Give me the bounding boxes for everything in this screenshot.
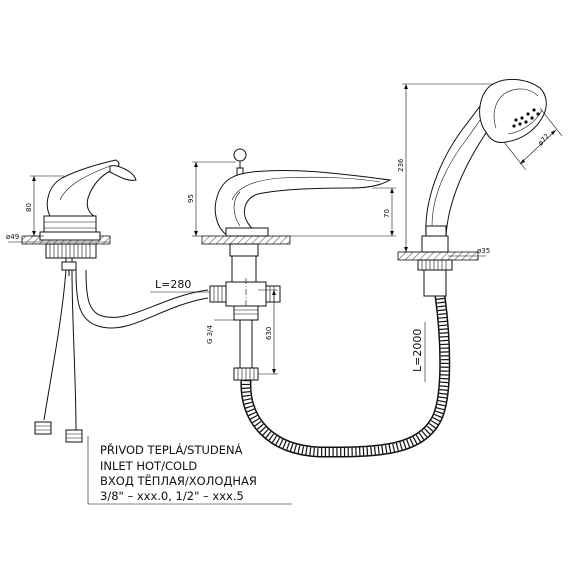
holder-shank: [423, 269, 447, 297]
mixer-lever-tip: [109, 165, 137, 181]
supply-hose-1: [43, 258, 67, 421]
mixer-height-label: 80: [25, 203, 33, 212]
hand-shower-assembly: ø35 236 ø72: [397, 79, 563, 297]
shower-head-diameter-label: ø72: [537, 132, 552, 147]
spout-assembly: 95 70 G 3/4 630: [187, 148, 396, 381]
inlet-note: PŘIVOD TEPLÁ/STUDENÁ INLET HOT/COLD ВХОД…: [87, 436, 292, 505]
mixer-nut: [45, 243, 97, 259]
riser-pipe: [239, 319, 253, 369]
note-line-russian: ВХОД ТЁПЛАЯ/ХОЛОДНАЯ: [100, 473, 257, 488]
mixer-lever: [46, 159, 120, 217]
holder-diameter-label: ø35: [477, 247, 490, 255]
mixer-base-ring: [39, 231, 101, 241]
shower-head: [479, 79, 547, 143]
hose-length-label: L=280: [155, 278, 191, 291]
mixer-diameter-label: ø49: [6, 233, 19, 241]
mixer-assembly: 80 ø49: [6, 159, 137, 443]
connecting-hose: L=280: [75, 269, 214, 329]
note-line-english: INLET HOT/COLD: [100, 459, 197, 473]
shower-hose: L=2000: [240, 295, 451, 458]
riser-length-label: 630: [265, 327, 273, 340]
spout-clearance-label: 70: [383, 209, 391, 218]
diverter-knob: [233, 148, 247, 162]
shower-holder: [421, 235, 449, 253]
shower-nozzles: [512, 108, 540, 128]
shower-height-label: 236: [397, 158, 405, 172]
shower-hose-length-label: L=2000: [411, 329, 424, 372]
spout-height-label: 95: [187, 194, 195, 203]
hose-end-fitting-2: [65, 429, 83, 443]
thread-size-label: G 3/4: [206, 325, 214, 344]
hose-end-fitting-1: [34, 421, 52, 435]
spout-shank: [231, 255, 257, 283]
spout-body: [214, 169, 392, 237]
spout-deck-plate: [201, 235, 291, 245]
note-line-czech: PŘIVOD TEPLÁ/STUDENÁ: [100, 442, 243, 457]
note-line-sizes: 3/8" – xxx.0, 1/2" – xxx.5: [100, 489, 244, 503]
supply-hose-2: [71, 258, 77, 431]
